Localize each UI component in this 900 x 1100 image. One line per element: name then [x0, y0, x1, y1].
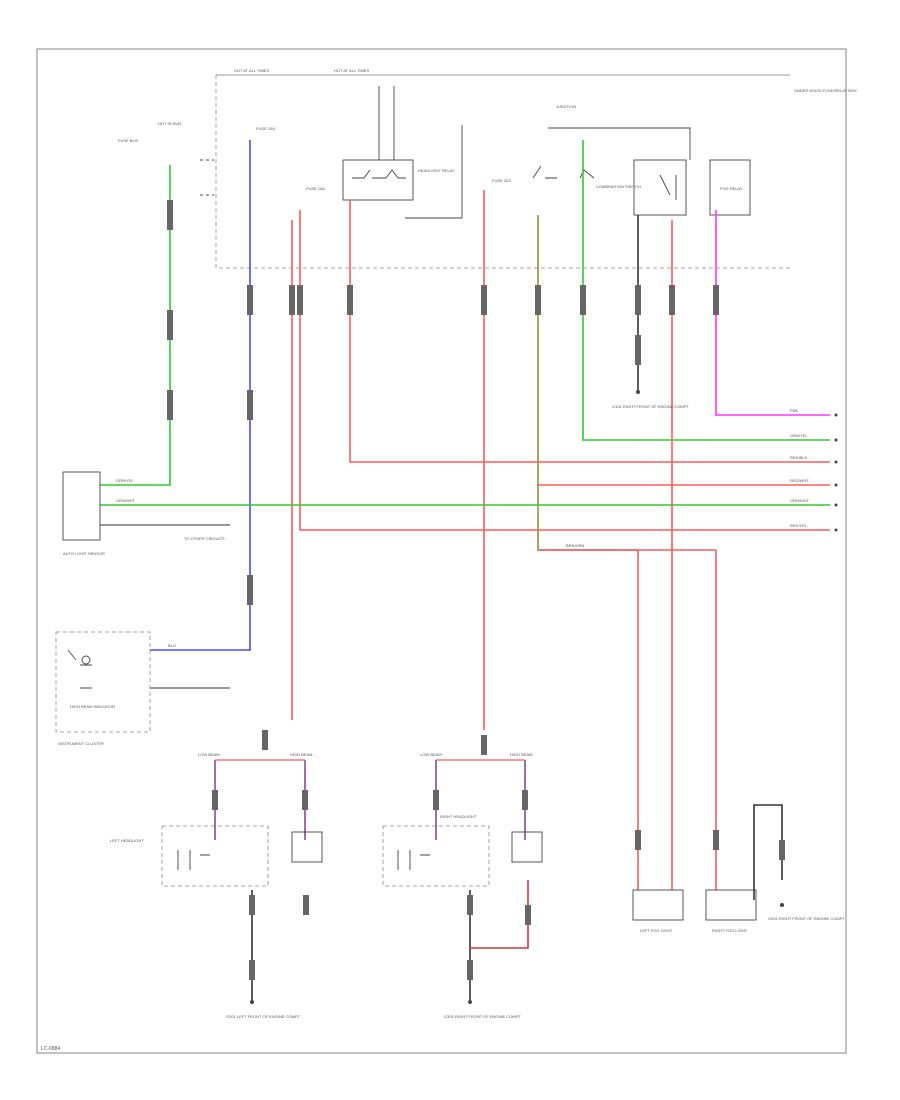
label-junction: JUNCTION [556, 104, 576, 109]
wire-red-relay [349, 200, 830, 463]
right-fog-light: RIGHT FOG LIGHT [705, 889, 757, 933]
ground-left: G201 LEFT FRONT OF ENGINE COMPT [226, 1000, 301, 1019]
label-left-high-beam: HIGH BEAM [290, 752, 312, 757]
wire-label-grn: GRN/YEL [790, 433, 808, 438]
wire-label-olive: BRN/GRN [566, 543, 585, 548]
label-left-fog: LEFT FOG LIGHT [640, 928, 673, 933]
wire-olive [537, 215, 638, 551]
left-headlight: LEFT HEADLIGHT LOW BEAM HIGH BEAM [110, 752, 323, 887]
right-connectors [834, 413, 838, 532]
label-under-hood-fuse: UNDER-HOOD FUSE/RELAY BOX [794, 88, 857, 93]
label-auto-light-sensor: AUTO LIGHT SENSOR [63, 551, 105, 556]
wire-label-grn2: GRN/WHT [790, 498, 810, 503]
label-left-headlight: LEFT HEADLIGHT [110, 838, 144, 843]
label-instrument-cluster: INSTRUMENT CLUSTER [58, 741, 104, 746]
wire-blue [150, 140, 251, 651]
label-fuse-15a: FUSE 15A [306, 186, 325, 191]
label-right-low-beam: LOW BEAM [420, 752, 442, 757]
label-ground-fog: G401 RIGHT FRONT OF ENGINE COMPT [768, 916, 845, 921]
fuse-relay-box [200, 74, 790, 269]
wire-green-sensor [100, 165, 171, 486]
wire-label-blu: BLU [168, 643, 176, 648]
label-right-fog: RIGHT FOG LIGHT [712, 928, 748, 933]
wire-ground-right-2 [470, 880, 529, 949]
label-fuse-10a: FUSE 10A [256, 126, 275, 131]
footer-code: LC-0884 [41, 1046, 60, 1052]
left-fog-light: LEFT FOG LIGHT [632, 889, 684, 933]
wire-label-grn-sensor-2: GRN/WHT [116, 498, 136, 503]
label-hot-at-all-times-1: HOT AT ALL TIMES [234, 68, 269, 73]
label-fuse-20a: FUSE 20A [492, 178, 511, 183]
label-ground-relay: G101 RIGHT FRONT OF ENGINE COMPT [612, 404, 689, 409]
label-hot-in-run: HOT IN RUN [158, 121, 181, 126]
right-headlight: RIGHT HEADLIGHT LOW BEAM HIGH BEAM [382, 752, 543, 887]
wire-pink [715, 210, 830, 416]
wire-green-2 [582, 140, 830, 441]
label-fuse-box: FUSE BOX [118, 138, 139, 143]
ground-relay: G101 RIGHT FRONT OF ENGINE COMPT [612, 390, 689, 409]
wire-label-grn-sensor: GRN/YEL [116, 478, 134, 483]
diagram-border [36, 48, 847, 1054]
wire-ground-fog [753, 804, 783, 900]
label-combination-switch: COMBINATION SWITCH [596, 184, 641, 189]
label-indicator: HIGH BEAM INDICATOR [70, 704, 115, 709]
connector-ticks [167, 200, 785, 980]
label-hot-at-all-times-2: HOT AT ALL TIMES [334, 68, 369, 73]
label-ground-right: G301 RIGHT FRONT OF ENGINE COMPT [444, 1014, 521, 1019]
instrument-cluster: HIGH BEAM INDICATOR INSTRUMENT CLUSTER [55, 631, 151, 746]
ground-right: G301 RIGHT FRONT OF ENGINE COMPT [444, 1000, 521, 1019]
wire-label-to-other: TO OTHER CIRCUITS [184, 536, 225, 541]
wire-label-red2: RED/BLK [790, 455, 807, 460]
label-ground-left: G201 LEFT FRONT OF ENGINE COMPT [226, 1014, 301, 1019]
wires [100, 140, 830, 1000]
label-left-low-beam: LOW BEAM [198, 752, 220, 757]
label-fog-relay: FOG RELAY [720, 186, 743, 191]
wire-red-2 [299, 210, 830, 531]
auto-light-sensor: AUTO LIGHT SENSOR [62, 471, 105, 556]
label-right-headlight: RIGHT HEADLIGHT [440, 814, 477, 819]
ground-fog: G401 RIGHT FRONT OF ENGINE COMPT [768, 903, 845, 921]
label-headlight-relay: HEADLIGHT RELAY [418, 168, 455, 173]
wire-label-pnk: PNK [790, 408, 799, 413]
wire-label-red3: RED/WHT [790, 478, 809, 483]
label-right-high-beam: HIGH BEAM [510, 752, 532, 757]
wire-label-red: RED/YEL [790, 523, 808, 528]
